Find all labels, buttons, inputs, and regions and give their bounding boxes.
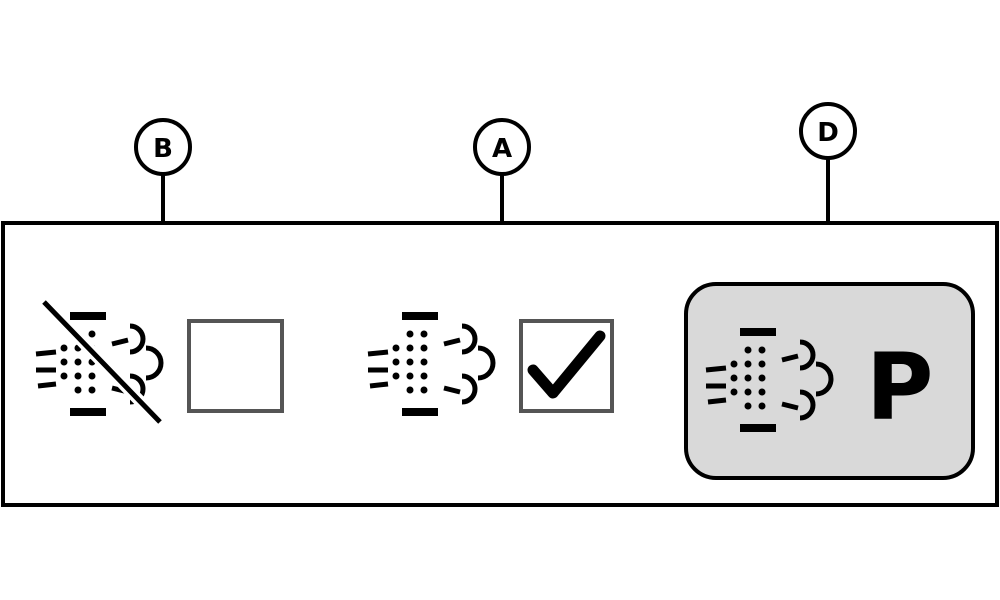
parked-regeneration-label: P [866, 334, 933, 441]
callout-a-label: A [492, 134, 512, 164]
regeneration-disabled-item [36, 297, 284, 427]
callout-d-label: D [817, 118, 839, 148]
callout-d: D [799, 102, 857, 270]
callout-b-label: B [153, 134, 173, 164]
filter-regeneration-disabled-icon [36, 297, 165, 427]
parked-regeneration-button[interactable]: P [684, 282, 975, 480]
regeneration-disabled-checkbox[interactable] [187, 319, 284, 413]
checkmark-icon [527, 330, 606, 399]
regeneration-enabled-item [368, 312, 614, 416]
